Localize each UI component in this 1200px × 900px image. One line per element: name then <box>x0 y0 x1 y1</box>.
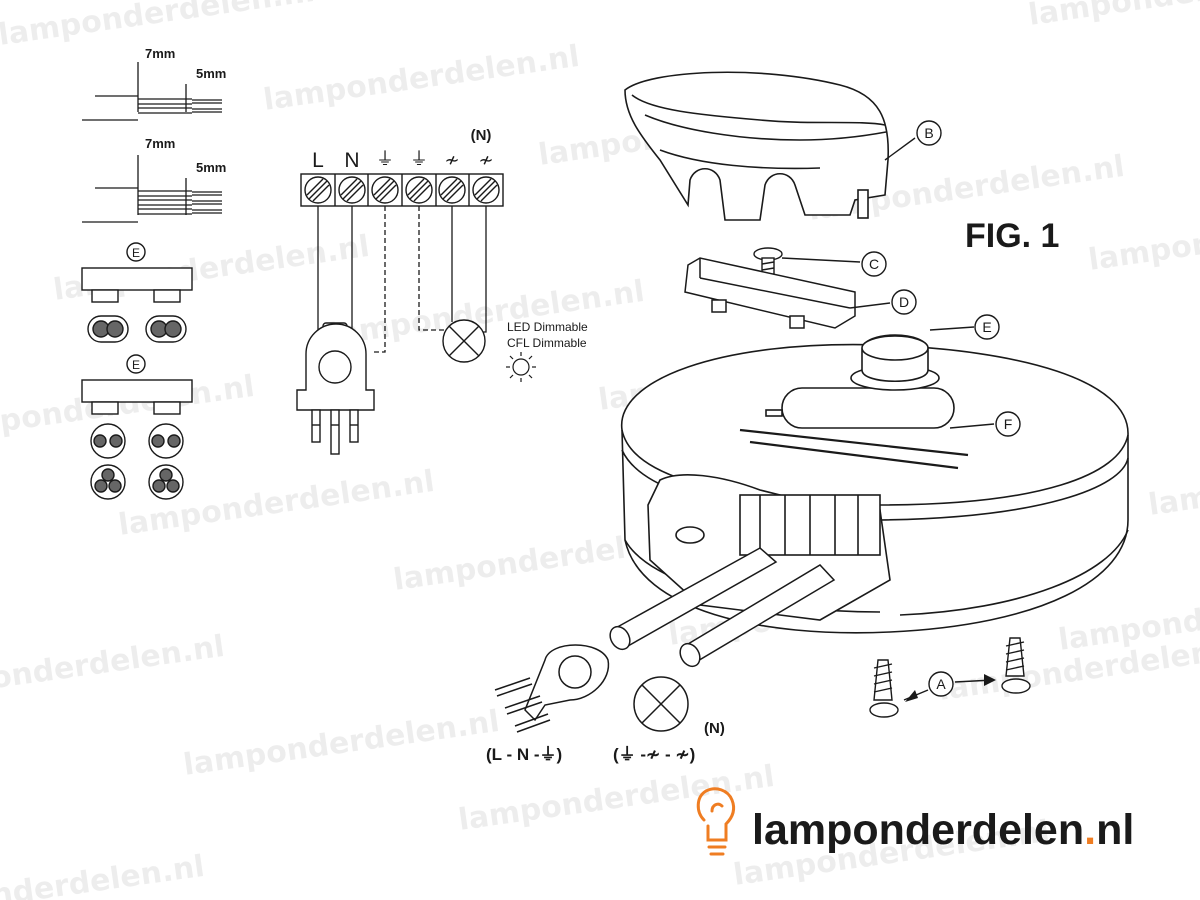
watermark: lamponderdelen.nl <box>1026 0 1200 33</box>
lamp-symbol <box>442 319 486 363</box>
watermark: lamponderdelen.nl <box>1086 199 1200 278</box>
terminal-label-earth-icon: ⏚ <box>376 149 394 169</box>
mounting-screws-part-a <box>869 637 1031 718</box>
strip-length-inner: 5mm <box>196 160 226 175</box>
strain-relief-part-d <box>684 257 856 329</box>
cables <box>609 547 836 668</box>
part-e-label: E <box>132 246 140 260</box>
strip-length-outer: 7mm <box>145 136 175 151</box>
plug-connection-label: (L - N -⏚) <box>486 745 562 764</box>
callout-a <box>928 671 954 697</box>
wire-strip-three-core: 7mm 5mm <box>82 136 226 223</box>
terminal-label-earth-icon: ⏚ <box>410 149 428 169</box>
callout-label-b: B <box>924 125 933 141</box>
lightbulb-icon <box>696 787 736 856</box>
watermark: lamponderdelen.nl <box>0 629 227 708</box>
cover-part-b <box>624 71 890 221</box>
callout-label-e: E <box>982 319 991 335</box>
logo-tld: nl <box>1096 806 1134 854</box>
watermark: lamponderdelen.nl <box>456 759 776 838</box>
lamponderdelen-logo: lamponderdelen.nl <box>696 787 1134 856</box>
bulb-icon <box>506 352 536 382</box>
part-e-marker <box>126 354 146 374</box>
part-e-label: E <box>132 358 140 372</box>
callout-label-c: C <box>869 256 879 272</box>
terminal-label-dimmed-output-icon: ≁ <box>478 150 493 170</box>
callout-label-d: D <box>899 294 909 310</box>
terminal-block-schematic: (N) L N ⏚ ⏚ ≁ ≁ <box>296 127 588 455</box>
part-callouts <box>781 120 1021 701</box>
callout-d <box>891 289 917 315</box>
neutral-note: (N) <box>471 127 492 144</box>
slider-part-f <box>781 387 955 429</box>
lamp-type-cfl: CFL Dimmable <box>507 336 587 350</box>
lamp-connection-label: (⏚ -≁ - ≁) <box>613 745 695 764</box>
callout-label-a: A <box>936 676 946 692</box>
callout-label-f: F <box>1004 416 1013 432</box>
logo-name: lamponderdelen <box>752 806 1084 854</box>
terminal-label-dimmed-output-icon: ≁ <box>444 150 459 170</box>
terminal-label-neutral: N <box>344 149 359 172</box>
cable-clamp-two-core: E <box>81 242 193 343</box>
watermark: lamponderdelen.nl <box>1146 444 1200 523</box>
part-e-marker <box>126 242 146 262</box>
watermark: lamponderdelen.nl <box>181 704 501 783</box>
strip-length-inner: 5mm <box>196 66 226 81</box>
lamp-type-led: LED Dimmable <box>507 320 588 334</box>
figure-title: FIG. 1 <box>965 217 1059 255</box>
plug-schematic <box>296 322 375 455</box>
watermark: lamponderdelen.nl <box>0 0 317 53</box>
terminal-label-line: L <box>312 149 324 172</box>
logo-dot: . <box>1084 806 1096 854</box>
callout-b <box>916 120 942 146</box>
strip-length-outer: 7mm <box>145 46 175 61</box>
wire-strip-two-core: 7mm 5mm <box>82 46 226 121</box>
plug-3d <box>494 644 610 733</box>
callout-f <box>995 411 1021 437</box>
callout-e <box>974 314 1000 340</box>
callout-c <box>861 251 887 277</box>
watermark: lamponderdelen.nl <box>261 39 581 118</box>
arrow-icon <box>905 690 918 702</box>
lamp-neutral-note: (N) <box>704 720 725 737</box>
watermark: lamponderdelen.nl <box>0 849 207 900</box>
cable-clamp-three-core: E <box>81 354 193 500</box>
lamp-symbol-bottom <box>633 676 689 732</box>
arrow-icon <box>984 674 996 686</box>
svg-text:lamponderdelen.nl: lamponderdelen.nl <box>752 806 1134 854</box>
